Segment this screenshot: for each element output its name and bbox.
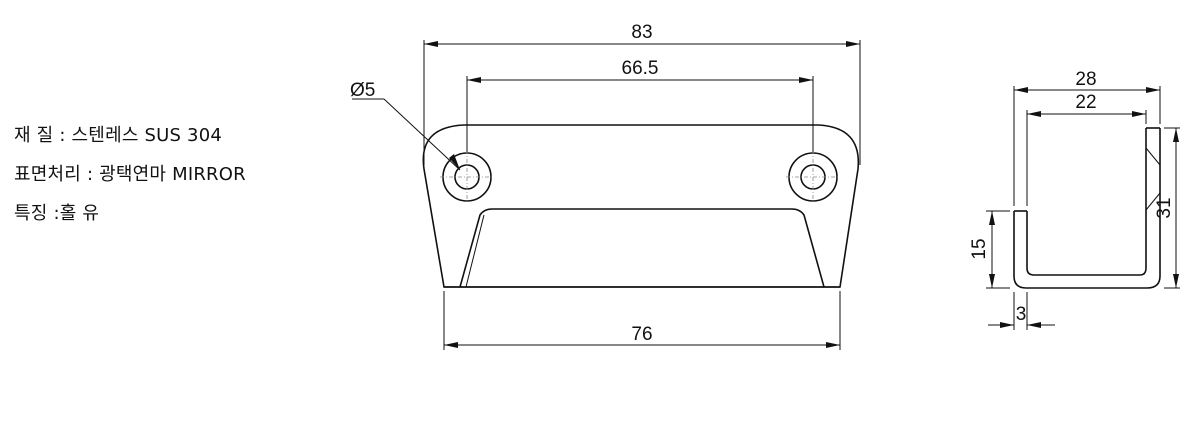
dim-overall-width-label: 83 [631, 22, 652, 43]
lip-inner-edge-left [465, 214, 485, 288]
dim-hole-pitch-label: 66.5 [622, 58, 659, 79]
dim-thickness: 3 [988, 292, 1055, 330]
material-spec: 재 질 : 스텐레스 SUS 304 [14, 125, 223, 146]
dim-short-leg: 15 [969, 210, 1010, 289]
finish-spec: 표면처리 : 광택연마 MIRROR [14, 164, 246, 185]
dim-bottom-width: 76 [443, 291, 841, 350]
dim-hole-pitch: 66.5 [466, 58, 814, 152]
plate-outline [422, 124, 860, 288]
dim-thickness-label: 3 [1016, 304, 1027, 325]
lip-outline [459, 208, 825, 288]
right-hole [786, 150, 840, 204]
dim-overall-width: 83 [423, 22, 861, 165]
dim-height-label: 31 [1154, 197, 1175, 218]
dim-outer-width: 28 [1013, 69, 1161, 206]
dim-hole-diameter-label: Ø5 [350, 80, 375, 101]
side-view: 28 22 31 15 [969, 69, 1180, 330]
front-view: 83 66.5 Ø5 76 [350, 22, 861, 350]
bend-line-upper [1145, 147, 1161, 166]
channel-inner-profile [1026, 128, 1147, 276]
dim-inner-width: 22 [1026, 92, 1147, 206]
dim-outer-width-label: 28 [1075, 69, 1096, 90]
left-hole [440, 150, 494, 204]
dim-bottom-width-label: 76 [631, 324, 652, 345]
dim-height: 31 [1154, 127, 1180, 289]
dim-hole-diameter: Ø5 [350, 80, 461, 171]
bend-line-lower [1145, 192, 1161, 211]
feature-spec: 특징 :홀 유 [14, 203, 100, 224]
channel-outer-profile [1013, 128, 1161, 289]
dim-short-leg-label: 15 [969, 238, 990, 259]
dim-inner-width-label: 22 [1075, 92, 1096, 113]
